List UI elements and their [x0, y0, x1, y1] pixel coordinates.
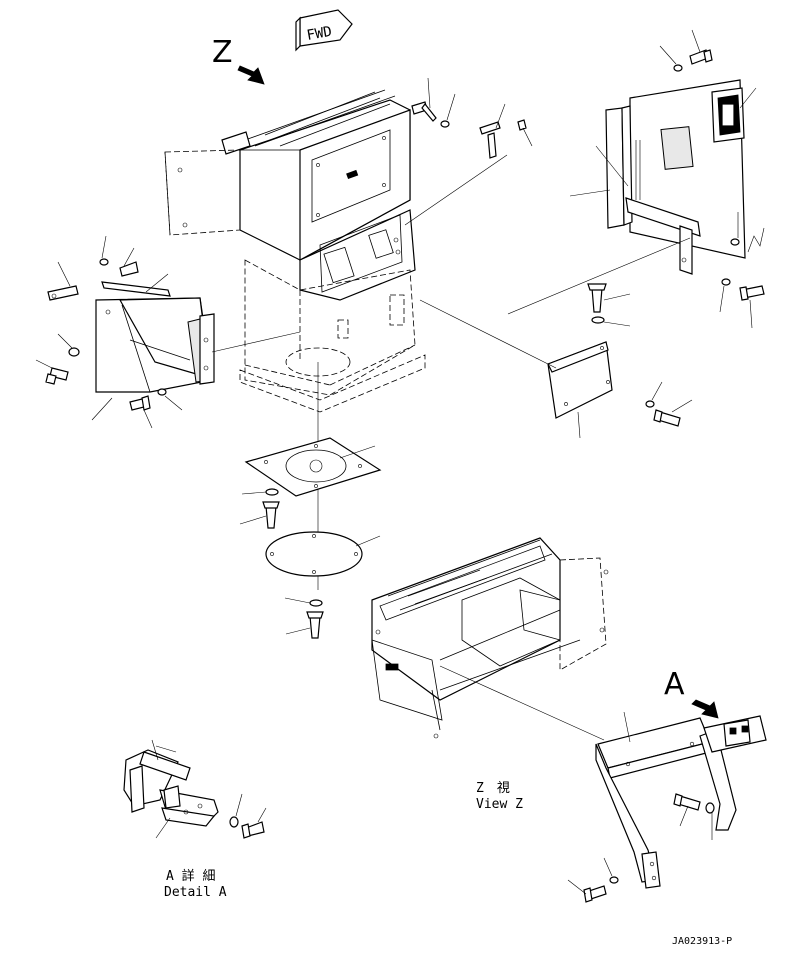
view-z-indicator: Z: [212, 35, 265, 85]
detail-a-caption-jp: A 詳 細: [166, 868, 215, 884]
view-z-arrow: [237, 65, 265, 85]
drawing-number: JA023913-P: [672, 936, 732, 947]
fwd-label: FWD: [305, 24, 333, 44]
view-a-indicator: A: [664, 667, 719, 719]
left-duct-assembly: [35, 235, 301, 429]
view-a-letter: A: [664, 667, 685, 702]
view-z-caption-en: View Z: [476, 797, 523, 812]
side-plate-group: [419, 283, 693, 439]
view-z-caption-jp: Z 視: [476, 781, 510, 796]
mount-bracket-assembly: [439, 665, 767, 903]
detail-a: A 詳 細 Detail A: [123, 739, 267, 900]
top-bolts-group: [404, 77, 533, 226]
view-z-detail: Z 視 View Z: [371, 537, 609, 812]
detail-a-caption-en: Detail A: [164, 885, 227, 900]
view-a-arrow: [691, 699, 719, 719]
right-panel-assembly: [507, 29, 765, 329]
fwd-arrow: FWD: [295, 9, 353, 52]
main-cab-assembly: [164, 89, 426, 590]
view-z-letter: Z: [212, 35, 233, 70]
floor-plate-group: [239, 437, 382, 639]
